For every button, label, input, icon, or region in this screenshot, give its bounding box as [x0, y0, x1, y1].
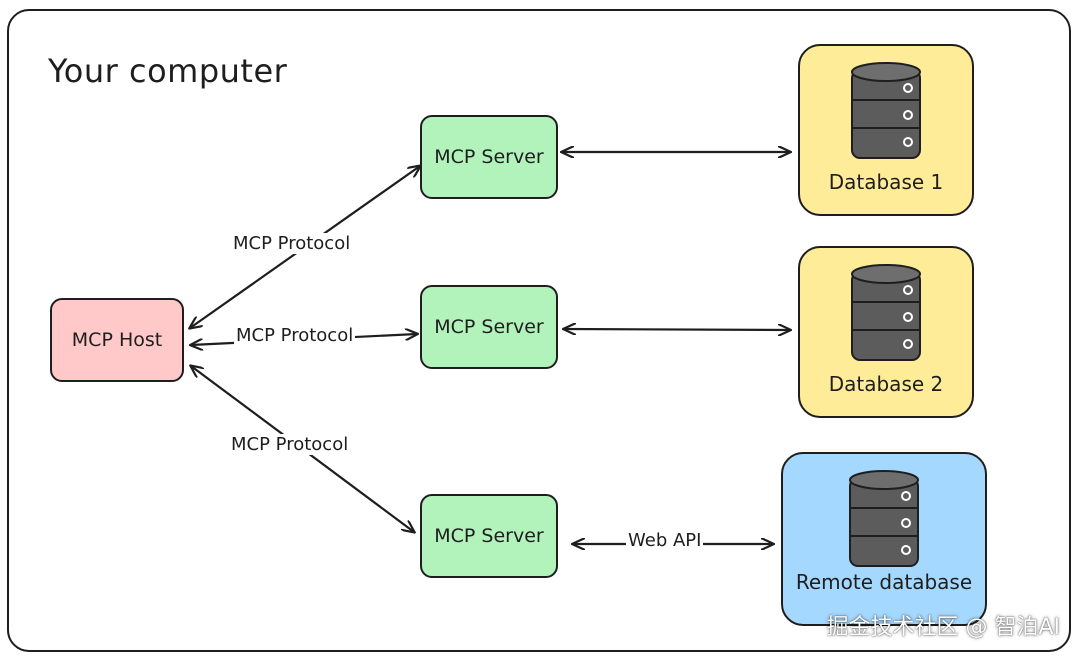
- mcp-server-3: MCP Server: [420, 494, 558, 578]
- database-2-label: Database 2: [828, 372, 944, 396]
- diagram-title: Your computer: [48, 52, 288, 90]
- protocol-label-bottom: MCP Protocol: [229, 434, 351, 455]
- database-icon: [849, 470, 919, 567]
- mcp-server-1: MCP Server: [420, 115, 558, 199]
- protocol-label-top: MCP Protocol: [231, 233, 353, 254]
- remote-database: Remote database: [781, 452, 987, 626]
- database-2: Database 2: [798, 246, 974, 418]
- database-icon: [851, 264, 921, 361]
- watermark: 掘金技术社区 @ 智泊AI: [826, 615, 1060, 640]
- database-icon: [851, 62, 921, 159]
- arrow-server2-db2: [564, 329, 790, 330]
- remote-database-label: Remote database: [795, 570, 973, 594]
- mcp-host: MCP Host: [50, 298, 184, 382]
- web-api-label: Web API: [626, 530, 704, 551]
- database-1-label: Database 1: [828, 170, 944, 194]
- protocol-label-middle: MCP Protocol: [234, 325, 356, 346]
- database-1: Database 1: [798, 44, 974, 216]
- mcp-server-2: MCP Server: [420, 285, 558, 369]
